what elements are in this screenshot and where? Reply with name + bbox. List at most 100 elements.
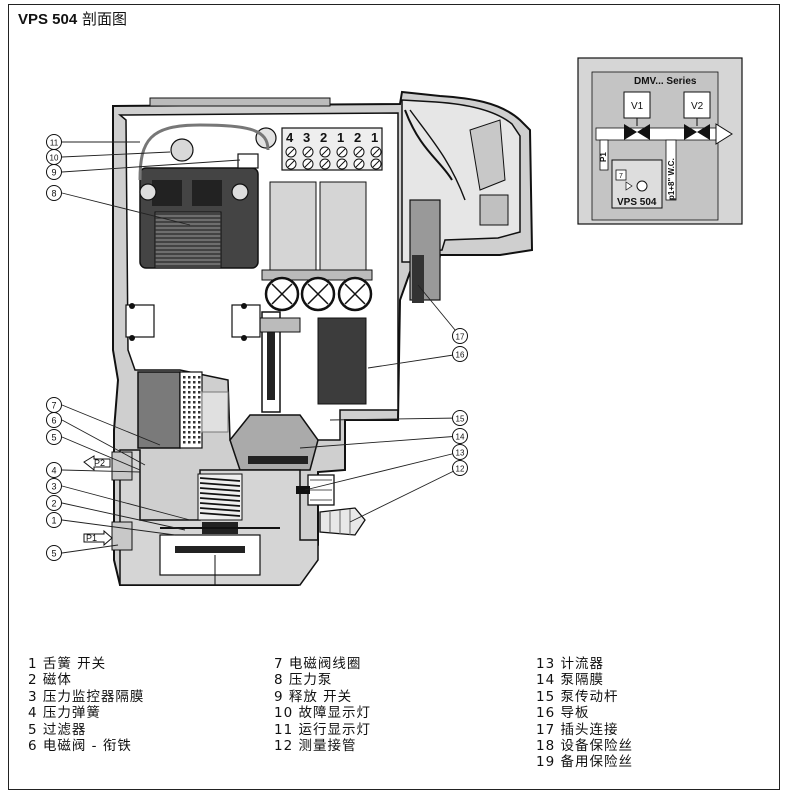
fault-indicator-lamp [170, 138, 194, 162]
legend-item: 13 计流器 [536, 656, 604, 672]
callout-circle [452, 410, 468, 426]
measuring-nipple [296, 474, 335, 506]
callout-leaders [61, 141, 461, 554]
inset-series-label: DMV... Series [634, 76, 697, 87]
callout-number: 11 [50, 138, 59, 147]
pressure-p2-arrow [83, 455, 111, 472]
terminal-label: 1 [337, 130, 344, 145]
callout-number: 12 [456, 464, 465, 473]
callout-circle [46, 495, 62, 511]
callout-number: 9 [51, 167, 56, 177]
pressure-spring [197, 473, 243, 521]
circuit-boards [261, 181, 373, 281]
legend-item: 8 压力泵 [274, 672, 333, 689]
inset-v2-label: V2 [691, 101, 704, 112]
pump-port-right [231, 183, 249, 201]
legend-item: 19 备用保险丝 [536, 754, 633, 771]
p2-label: P2 [94, 458, 105, 468]
callout-circle [452, 428, 468, 444]
callout-circle [46, 164, 62, 180]
inset-p1-label: P1 [599, 152, 608, 162]
figure-frame [8, 4, 780, 790]
callout-circle [46, 478, 62, 494]
inset-device-label: VPS 504 [617, 197, 657, 208]
pressure-p1-arrow [83, 529, 113, 547]
release-switch [237, 153, 259, 169]
solenoid-coil [137, 371, 229, 449]
legend-item: 6 电磁阀 - 衔铁 [28, 738, 132, 755]
legend-item: 15 泵传动杆 [536, 688, 619, 705]
callout-number: 5 [51, 548, 56, 558]
page-title: VPS 504 剖面图 [18, 8, 127, 29]
callout-number: 10 [50, 153, 59, 162]
terminal-label: 4 [286, 130, 294, 145]
callout-number: 17 [456, 332, 465, 341]
pump-drive-rod [253, 311, 301, 413]
callout-circle [46, 462, 62, 478]
callout-number: 5 [51, 432, 56, 442]
pump-diaphragm-plate [248, 456, 308, 464]
callout-number: 14 [456, 432, 465, 441]
legend-column-3: 13 计流器 14 泵隔膜 15 泵传动杆 16 导板 17 插头连接 18 设… [536, 656, 633, 771]
legend-item: 9 释放 开关 [274, 688, 353, 705]
terminal-label: 3 [303, 130, 310, 145]
plug-connector [404, 109, 509, 303]
series-inset [577, 57, 743, 225]
callout-number: 13 [456, 448, 465, 457]
legend-item: 4 压力弹簧 [28, 705, 101, 722]
legend-item: 12 测量接管 [274, 738, 357, 755]
callout-number: 8 [51, 188, 56, 198]
inset-pressure-note: p1+8" W.C. [667, 158, 676, 200]
callout-number: 3 [51, 481, 56, 491]
callout-circle [46, 429, 62, 445]
callout-circle [46, 185, 62, 201]
terminal-label: 2 [354, 130, 361, 145]
callout-circle [452, 444, 468, 460]
callout-number: 7 [51, 400, 56, 410]
legend-item: 5 过滤器 [28, 721, 87, 738]
guide-plate [317, 317, 367, 405]
title-suffix: 剖面图 [82, 10, 128, 28]
inset-labels: DMV... Series V1 V2 VPS 504 7 P1 p1+8" W… [599, 76, 704, 208]
pressure-test-fitting [319, 507, 366, 536]
legend-item: 14 泵隔膜 [536, 672, 604, 689]
mount-brackets [125, 303, 261, 341]
legend-item: 17 插头连接 [536, 721, 619, 738]
legend-item: 7 电磁阀线圈 [274, 656, 362, 672]
terminal-label: 2 [320, 130, 327, 145]
p1-label: P1 [86, 533, 97, 543]
terminal-labels: 4 3 2 1 2 1 [286, 130, 378, 145]
callout-number: 16 [456, 350, 465, 359]
legend-column-2: 7 电磁阀线圈 8 压力泵 9 释放 开关 10 故障显示灯 11 运行显示灯 … [274, 656, 371, 754]
internal-hose [138, 123, 270, 181]
filter-upper [111, 451, 133, 481]
legend-item: 10 故障显示灯 [274, 705, 371, 722]
callout-circle [46, 412, 62, 428]
fuse-holders [264, 276, 373, 312]
terminal-label: 1 [371, 130, 378, 145]
legend-item: 1 舌簧 开关 [28, 656, 107, 672]
callout-circle [452, 346, 468, 362]
callout-circle [46, 512, 62, 528]
pressure-pump-coil [139, 167, 259, 269]
callout-number: 6 [51, 415, 56, 425]
legend-item: 18 设备保险丝 [536, 738, 633, 755]
callout-circle [452, 460, 468, 476]
legend-item: 16 导板 [536, 705, 590, 722]
callout-number: 1 [51, 515, 56, 525]
title-model: VPS 504 [18, 11, 78, 28]
inset-v1-label: V1 [631, 101, 644, 112]
legend-column-1: 1 舌簧 开关 2 磁体 3 压力监控器隔膜 4 压力弹簧 5 过滤器 6 电磁… [28, 656, 144, 754]
callout-circle [46, 545, 62, 561]
inset-small-num: 7 [619, 173, 623, 180]
terminal-block [281, 127, 383, 171]
callout-number: 4 [51, 465, 56, 475]
legend-item: 2 磁体 [28, 672, 72, 689]
callout-number: 2 [51, 498, 56, 508]
pump-port-left [139, 183, 157, 201]
legend-item: 3 压力监控器隔膜 [28, 688, 145, 705]
callout-circle [452, 328, 468, 344]
legend-item: 11 运行显示灯 [274, 721, 371, 738]
